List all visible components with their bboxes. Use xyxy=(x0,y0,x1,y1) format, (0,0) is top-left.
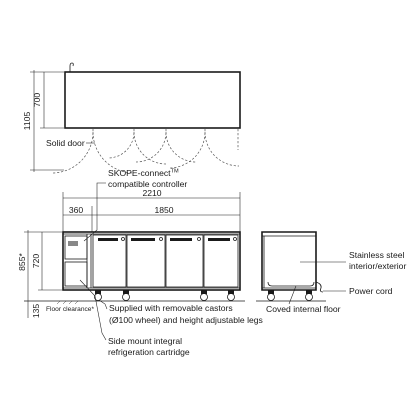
stainless-steel-label-line1: Stainless steel xyxy=(349,250,405,260)
side-view: Stainless steel interior/exterior Power … xyxy=(256,231,406,314)
height-body-dim: 720 xyxy=(31,254,41,269)
controller-display xyxy=(68,241,78,246)
castors-label-line1: Supplied with removable castors xyxy=(109,303,233,313)
floor-hatch xyxy=(56,300,79,305)
controller-label-text: SKOPE-connect xyxy=(108,168,171,178)
castors-label-line2: (Ø100 wheel) and height adjustable legs xyxy=(109,315,263,325)
controller-label-tm: TM xyxy=(171,169,179,175)
door-handle xyxy=(170,238,192,241)
stainless-steel-label-line2: interior/exterior xyxy=(349,261,406,271)
door-handle xyxy=(208,238,230,241)
front-doors xyxy=(92,234,239,288)
solid-door-label: Solid door xyxy=(46,138,85,148)
coved-floor-label: Coved internal floor xyxy=(266,304,341,314)
cartridge-label-line2: refrigeration cartridge xyxy=(108,347,190,357)
top-view-depth-dim: 700 xyxy=(32,93,42,108)
width-total-dim: 2210 xyxy=(142,188,161,198)
controller-label: SKOPE-connectTM xyxy=(108,168,179,178)
controller-panel xyxy=(64,235,88,260)
side-view-body xyxy=(261,231,317,291)
cartridge-label-line1: Side mount integral xyxy=(108,336,182,346)
width-right-dim: 1850 xyxy=(154,205,173,215)
height-legs-dim: 135 xyxy=(31,304,41,319)
top-view: 1105 700 Solid door xyxy=(22,62,241,174)
floor-clearance-label: Floor clearance* xyxy=(46,306,94,313)
power-cord-label: Power cord xyxy=(349,286,393,296)
door-swing-arcs xyxy=(51,129,240,174)
front-view: 2210 360 1850 xyxy=(17,168,263,357)
height-total-dim: 855* xyxy=(17,253,27,271)
door-handle xyxy=(131,238,155,241)
top-view-height-dim: 1105 xyxy=(22,112,32,131)
top-view-cord xyxy=(69,62,74,72)
width-left-dim: 360 xyxy=(69,205,84,215)
top-view-body xyxy=(64,71,241,129)
refrigeration-cartridge xyxy=(64,261,88,287)
front-view-body xyxy=(62,231,241,291)
coved-floor-curve xyxy=(267,281,315,287)
controller-label-line2: compatible controller xyxy=(108,179,187,189)
door-handle xyxy=(98,238,118,241)
power-cord xyxy=(315,281,324,293)
castors xyxy=(94,290,235,301)
